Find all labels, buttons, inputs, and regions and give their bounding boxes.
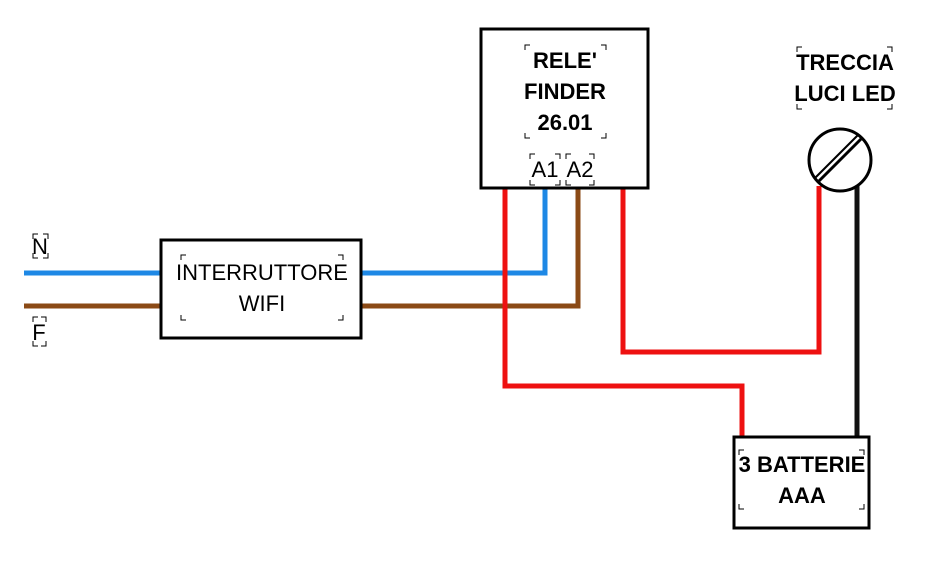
- wifi-switch: INTERRUTTORE WIFI: [159, 238, 363, 340]
- neutral-terminal-label-group: N: [32, 233, 49, 259]
- led-string-label-line2: LUCI LED: [794, 81, 895, 106]
- text-frame-icon: [32, 316, 47, 347]
- relay-pin-a1: A1: [532, 157, 559, 182]
- wifi-switch-label-line2: WIFI: [239, 291, 285, 316]
- relay: RELE' FINDER 26.01 A1 A2: [479, 27, 650, 190]
- led-string-label-line1: TRECCIA: [796, 50, 894, 75]
- neutral-wire-to-a1: [360, 188, 548, 276]
- relay-label-line3: 26.01: [537, 110, 592, 135]
- battery-positive-wire: [502, 188, 745, 438]
- text-frame-icon: [32, 233, 49, 259]
- neutral-label: N: [32, 234, 48, 259]
- wifi-switch-label-line1: INTERRUTTORE: [176, 260, 348, 285]
- phase-terminal-label-group: F: [32, 316, 47, 347]
- lamp-icon: [807, 127, 873, 193]
- battery-label-line1: 3 BATTERIE: [739, 452, 866, 477]
- text-frame-icon: [524, 44, 607, 139]
- text-frame-icon: [738, 449, 865, 510]
- led-positive-wire: [620, 186, 822, 355]
- text-frame-icon: [180, 254, 344, 321]
- battery-label-line2: AAA: [778, 483, 826, 508]
- phase-wire-to-a2: [360, 188, 581, 309]
- text-frame-icon: [796, 46, 893, 110]
- wifi-switch-box: [159, 238, 363, 340]
- text-frame-icon: [529, 153, 561, 186]
- battery-pack: 3 BATTERIE AAA: [732, 435, 871, 530]
- phase-label: F: [32, 320, 45, 345]
- relay-box: [479, 27, 650, 190]
- relay-pin-a2: A2: [567, 157, 594, 182]
- led-string: TRECCIA LUCI LED: [794, 46, 896, 193]
- relay-label-line2: FINDER: [524, 79, 606, 104]
- relay-label-line1: RELE': [533, 48, 597, 73]
- battery-box: [732, 435, 871, 530]
- text-frame-icon: [565, 153, 595, 186]
